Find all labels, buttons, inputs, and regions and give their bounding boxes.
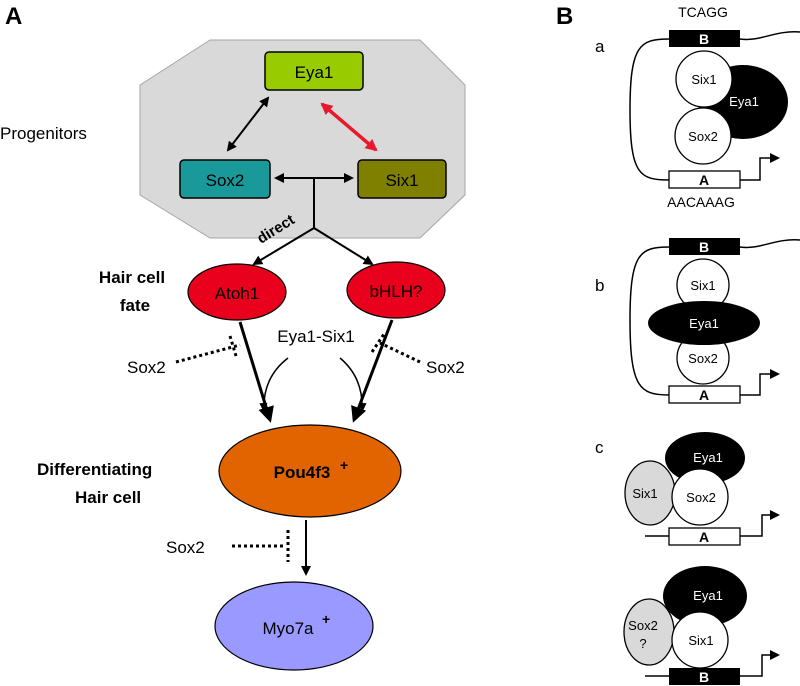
b-c-sox2-label: Sox2	[686, 490, 716, 505]
b-b-eya1-label: Eya1	[689, 316, 719, 331]
b-a-box-b-label: B	[699, 31, 709, 47]
progenitors-label: Progenitors	[0, 124, 87, 143]
b-b-tss-arrow	[740, 369, 780, 396]
b-d-box-b-label: B	[699, 669, 709, 685]
b-d-eya1-label: Eya1	[693, 588, 723, 603]
pou4f3-label: Pou4f3	[274, 463, 331, 482]
sox2-right-dotted	[379, 341, 421, 364]
differentiating-label-2: Hair cell	[75, 488, 141, 507]
eya1-six1-label: Eya1-Six1	[277, 327, 354, 346]
sox2-inhibitor-right: Sox2	[426, 358, 465, 377]
eya1-box	[264, 51, 364, 91]
b-a-six1	[675, 50, 733, 108]
panel-a-label: A	[5, 3, 22, 30]
b-a-eya1-label: Eya1	[729, 94, 759, 109]
b-a-seq-bottom: AACAAAG	[667, 194, 735, 210]
b-a-six1-label: Six1	[691, 72, 716, 87]
sox2-inhibitor-left: Sox2	[127, 358, 166, 377]
b-a-sox2-label: Sox2	[688, 129, 718, 144]
b-c-sox2	[671, 468, 729, 526]
hair-cell-fate-label-1: Hair cell	[99, 268, 165, 287]
b-a-seq-top: TCAGG	[678, 4, 728, 20]
b-d-tss-arrow	[740, 650, 780, 677]
b-d-sox2-label-1: Sox2	[628, 618, 658, 633]
six1-label: Six1	[385, 171, 418, 190]
bhlh-to-pou4f3-arrow	[351, 319, 394, 423]
b-b-sox2-label: Sox2	[688, 351, 718, 366]
b-a-tss-arrow	[740, 153, 780, 181]
bhlh-label: bHLH?	[370, 282, 423, 301]
b-a-box-b	[669, 30, 740, 47]
direct-arrow-atoh1	[252, 227, 315, 266]
myo7a-label: Myo7a	[262, 619, 314, 638]
b-a-dna-loop	[629, 31, 800, 181]
atoh1-node	[187, 263, 287, 321]
b-a-sox2	[674, 107, 732, 165]
sox2-left-dotted	[175, 343, 241, 364]
sox2-right-bar	[370, 333, 386, 353]
panel-b-c-label: c	[595, 438, 604, 457]
eya1-label: Eya1	[295, 63, 334, 82]
b-c-eya1-label: Eya1	[693, 450, 723, 465]
panel-b-a-label: a	[595, 37, 605, 56]
b-b-box-b	[669, 238, 740, 255]
b-b-six1-label: Six1	[690, 278, 715, 293]
b-a-box-a-label: A	[699, 172, 709, 188]
six1-box	[357, 159, 447, 199]
bhlh-node	[346, 261, 446, 319]
panel-b-label: B	[556, 3, 573, 30]
sox2-label: Sox2	[206, 171, 245, 190]
hair-cell-fate-label-2: fate	[120, 296, 150, 315]
direct-arrow-bhlh	[313, 227, 374, 266]
b-b-dna-loop	[629, 239, 800, 396]
myo7a-plus: +	[322, 611, 330, 627]
sox2-inhibitor-bottom: Sox2	[166, 538, 205, 557]
myo7a-node	[214, 581, 374, 671]
b-d-six1-label: Six1	[688, 633, 713, 648]
sox2-box	[179, 159, 271, 199]
eya1-sox2-arrow	[226, 96, 270, 152]
eya1-six1-red-arrow	[320, 102, 378, 152]
eya1-six1-curve-left	[259, 357, 289, 413]
differentiating-label-1: Differentiating	[37, 460, 152, 479]
panel-b-b-label: b	[595, 276, 604, 295]
eya1-six1-curve-right	[339, 357, 367, 413]
b-c-tss-arrow	[740, 510, 780, 537]
b-c-box-a-label: A	[699, 529, 709, 545]
b-b-box-b-label: B	[699, 239, 709, 255]
b-d-sox2-label-2: ?	[639, 636, 646, 651]
b-b-box-a-label: A	[699, 387, 709, 403]
b-c-six1-label: Six1	[632, 486, 657, 501]
b-d-box-b	[669, 668, 740, 685]
atoh1-label: Atoh1	[215, 284, 259, 303]
b-b-eya1	[648, 301, 760, 345]
b-c-eya1	[665, 432, 745, 484]
atoh1-to-pou4f3-arrow	[238, 321, 274, 423]
b-d-eya1	[663, 566, 747, 626]
pou4f3-node	[218, 424, 402, 518]
pou4f3-plus: +	[340, 457, 348, 473]
